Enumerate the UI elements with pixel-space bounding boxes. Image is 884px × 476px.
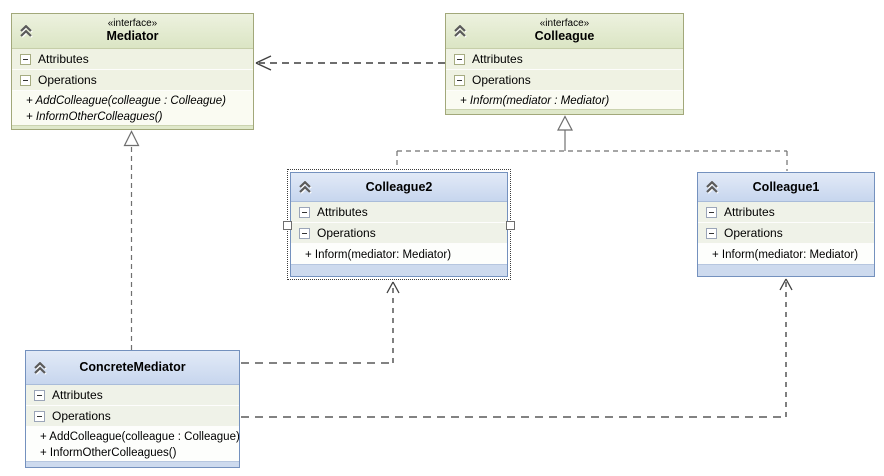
operations-label: Operations — [52, 409, 111, 423]
class-box-concretemediator[interactable]: ConcreteMediator Attributes Operations +… — [25, 350, 240, 468]
class-box-colleague[interactable]: «interface» Colleague Attributes Operati… — [445, 13, 684, 115]
operations-row[interactable]: Operations — [446, 70, 683, 91]
attributes-label: Attributes — [52, 388, 103, 402]
operations-list: + Inform(mediator: Mediator) — [698, 244, 874, 264]
operations-row[interactable]: Operations — [291, 223, 507, 244]
attributes-label: Attributes — [317, 205, 368, 219]
box-header: «interface» Mediator — [12, 14, 253, 49]
operation-item[interactable]: + Inform(mediator : Mediator) — [460, 95, 610, 107]
attributes-row[interactable]: Attributes — [291, 202, 507, 223]
collapse-chevron-icon[interactable] — [33, 361, 47, 374]
class-box-colleague1[interactable]: Colleague1 Attributes Operations + Infor… — [697, 172, 875, 277]
collapse-chevron-icon[interactable] — [705, 180, 719, 193]
collapse-minus-icon[interactable] — [20, 74, 31, 86]
operations-list: + Inform(mediator: Mediator) — [291, 244, 507, 264]
attributes-label: Attributes — [38, 52, 89, 66]
operations-row[interactable]: Operations — [12, 70, 253, 91]
collapse-minus-icon[interactable] — [20, 53, 31, 65]
class-box-colleague2[interactable]: Colleague2 Attributes Operations + Infor… — [283, 169, 515, 280]
class-name: Mediator — [106, 29, 159, 43]
operations-label: Operations — [317, 226, 376, 240]
realization-concretemediator-to-mediator[interactable] — [123, 130, 140, 351]
dependency-concretemediator-to-colleague1[interactable] — [241, 278, 793, 418]
collapse-minus-icon[interactable] — [34, 389, 45, 401]
collapse-chevron-icon[interactable] — [453, 24, 467, 37]
class-name: Colleague — [534, 29, 595, 43]
box-footer-strip — [291, 264, 507, 276]
selection-handle-right[interactable] — [506, 220, 515, 230]
box-header: Colleague1 — [698, 173, 874, 202]
operations-row[interactable]: Operations — [26, 406, 239, 427]
attributes-label: Attributes — [724, 205, 775, 219]
class-box-mediator[interactable]: «interface» Mediator Attributes Operatio… — [11, 13, 254, 130]
operation-item[interactable]: + AddColleague(colleague : Colleague) — [40, 431, 240, 443]
class-name: ConcreteMediator — [79, 360, 186, 374]
collapse-minus-icon[interactable] — [454, 74, 465, 86]
operation-item[interactable]: + InformOtherColleagues() — [26, 111, 163, 123]
operations-label: Operations — [724, 226, 783, 240]
operations-label: Operations — [38, 73, 97, 87]
collapse-minus-icon[interactable] — [706, 227, 717, 239]
collapse-chevron-icon[interactable] — [19, 24, 33, 37]
collapse-minus-icon[interactable] — [299, 206, 310, 218]
operation-item[interactable]: + AddColleague(colleague : Colleague) — [26, 95, 227, 107]
dependency-concretemediator-to-colleague2[interactable] — [241, 281, 400, 364]
box-footer-strip — [26, 461, 239, 467]
attributes-row[interactable]: Attributes — [698, 202, 874, 223]
operations-list: + Inform(mediator : Mediator) — [446, 91, 683, 109]
collapse-minus-icon[interactable] — [454, 53, 465, 65]
attributes-label: Attributes — [472, 52, 523, 66]
collapse-minus-icon[interactable] — [706, 206, 717, 218]
class-name: Colleague1 — [752, 179, 820, 194]
operation-item[interactable]: + InformOtherColleagues() — [40, 447, 177, 459]
collapse-chevron-icon[interactable] — [298, 180, 312, 193]
operations-list: + AddColleague(colleague : Colleague) + … — [26, 427, 240, 461]
operations-list: + AddColleague(colleague : Colleague) + … — [12, 91, 253, 125]
dependency-colleague-to-mediator[interactable] — [255, 55, 445, 71]
operation-item[interactable]: + Inform(mediator: Mediator) — [305, 249, 452, 261]
attributes-row[interactable]: Attributes — [12, 49, 253, 70]
box-footer-strip — [12, 125, 253, 129]
box-header: Colleague2 — [291, 173, 507, 202]
realization-colleagues-to-colleague[interactable] — [396, 115, 788, 172]
operation-item[interactable]: + Inform(mediator: Mediator) — [712, 249, 859, 261]
operations-label: Operations — [472, 73, 531, 87]
box-footer-strip — [446, 109, 683, 114]
selection-handle-left[interactable] — [283, 220, 292, 230]
attributes-row[interactable]: Attributes — [446, 49, 683, 70]
stereotype-label: «interface» — [539, 18, 590, 29]
box-header: «interface» Colleague — [446, 14, 683, 49]
class-name: Colleague2 — [365, 179, 433, 194]
operations-row[interactable]: Operations — [698, 223, 874, 244]
attributes-row[interactable]: Attributes — [26, 385, 239, 406]
collapse-minus-icon[interactable] — [34, 410, 45, 422]
box-footer-strip — [698, 264, 874, 276]
box-header: ConcreteMediator — [26, 351, 239, 385]
stereotype-label: «interface» — [107, 18, 158, 29]
collapse-minus-icon[interactable] — [299, 227, 310, 239]
